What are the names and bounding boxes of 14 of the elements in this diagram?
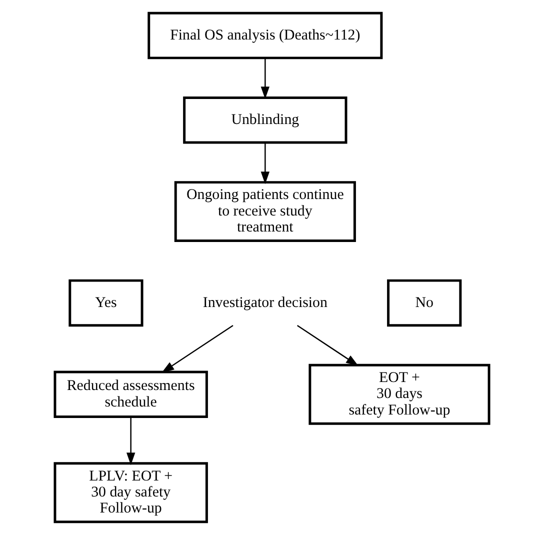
node-box: Final OS analysis (Deaths~112) [147, 12, 382, 60]
node-box: LPLV: EOT + 30 day safety Follow-up [53, 462, 208, 524]
node-box: EOT + 30 days safety Follow-up [308, 364, 490, 425]
node-box: Reduced assessments schedule [53, 370, 208, 418]
node-box: Yes [68, 279, 143, 327]
arrow [260, 58, 270, 100]
arrow [126, 416, 135, 466]
node-text: Investigator decision [202, 294, 327, 311]
arrow [296, 324, 358, 366]
arrow [161, 324, 233, 373]
node-box: Unblinding [182, 96, 347, 144]
node-box: No [386, 279, 462, 327]
arrow [260, 142, 270, 184]
node-box: Ongoing patients continue to receive study treatment [174, 181, 356, 242]
